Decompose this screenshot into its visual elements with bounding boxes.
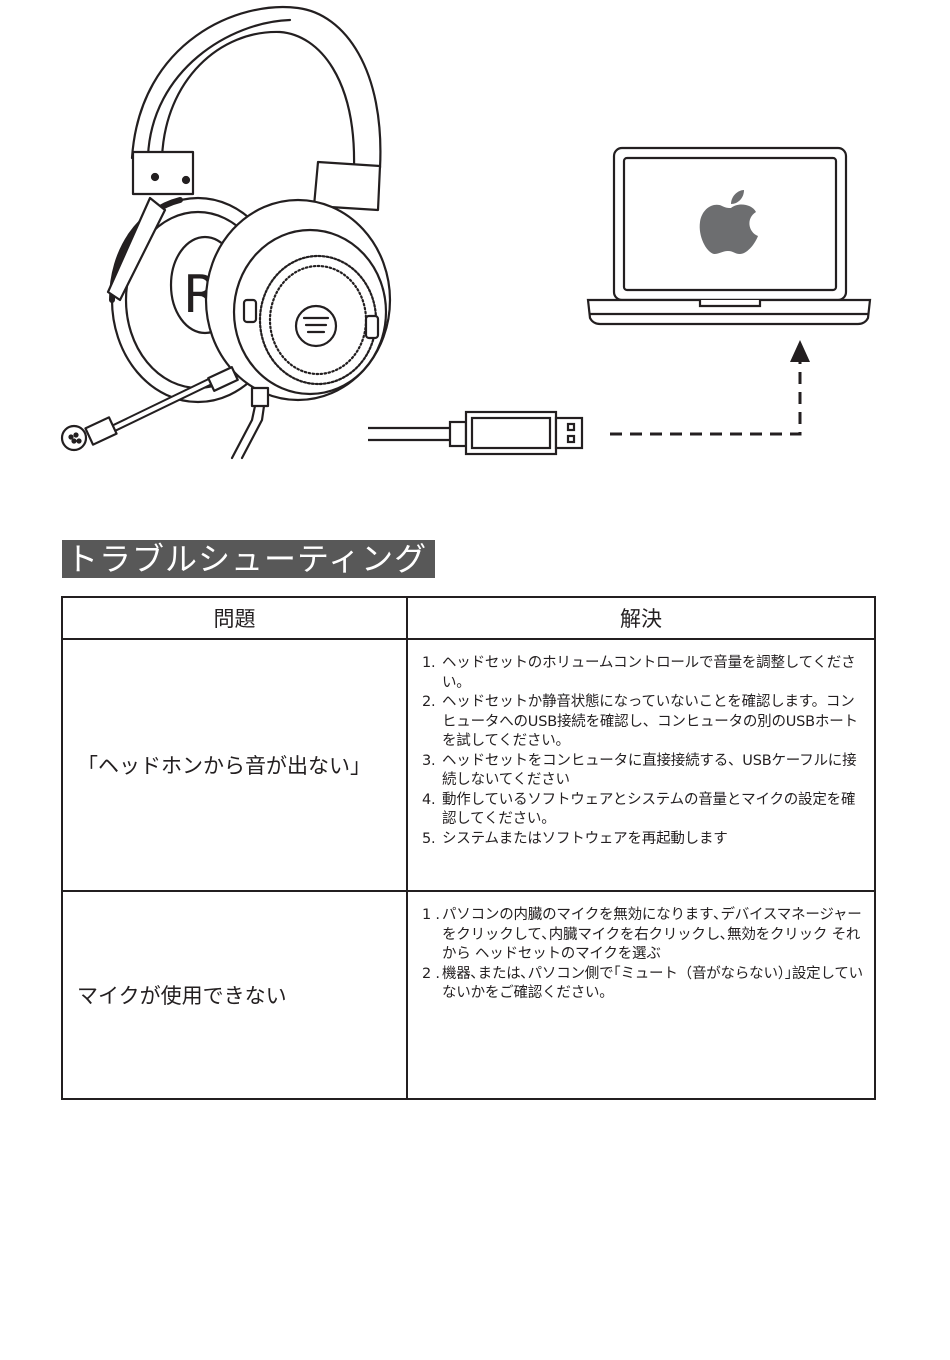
- troubleshooting-table: 問題 解決 「ヘッドホンから音が出ない」 1. ヘッドセットのホリュームコントロー…: [61, 596, 876, 1100]
- headset-icon: R: [60, 5, 392, 460]
- connection-arrow-icon: [610, 340, 810, 436]
- header-problem: 問題: [61, 596, 408, 640]
- header-solution: 解決: [406, 596, 876, 640]
- list-item: 3. ヘッドセットをコンヒュータに直接接続する、USBケーフルに接続しないてくださ…: [422, 752, 868, 791]
- solution-number: 1.: [422, 655, 436, 671]
- list-item: 1. ヘッドセットのホリュームコントロールで音量を調整してください。: [422, 654, 868, 693]
- solution-text: パソコンの内臓のマイクを無効になります､デバイスマネージャーをクリックして､内臓…: [442, 907, 862, 962]
- table-row: マイクが使用できない 1 .パソコンの内臓のマイクを無効になります､デバイスマネ…: [61, 890, 876, 1100]
- list-item: 2. ヘッドセットか静音状態になっていないことを確認します。コンヒュータへのUSB…: [422, 693, 868, 752]
- table-header-row: 問題 解決: [61, 596, 876, 640]
- list-item: 2 .機器､または､パソコン側で｢ミュート（音がならない）｣設定していないかをご…: [422, 965, 868, 1004]
- problem-cell: 「ヘッドホンから音が出ない」: [61, 638, 408, 892]
- solution-list: 1 .パソコンの内臓のマイクを無効になります､デバイスマネージャーをクリックして…: [422, 906, 868, 1004]
- connection-illustration: R: [60, 5, 872, 460]
- usb-plug-icon: [368, 410, 584, 456]
- solution-list: 1. ヘッドセットのホリュームコントロールで音量を調整してください。 2. ヘッドセ…: [422, 654, 868, 849]
- section-title: トラブルシューティング: [62, 540, 436, 578]
- solution-text: ヘッドセットをコンヒュータに直接接続する、USBケーフルに接続しないてください: [442, 752, 857, 789]
- solution-number: 2.: [422, 694, 436, 710]
- apple-logo-icon: [699, 190, 758, 254]
- solution-number: 1 .: [422, 907, 440, 923]
- solution-text: システムまたはソフトウェアを再起動します: [442, 830, 728, 847]
- solution-number: 5.: [422, 830, 436, 847]
- solution-text: ヘッドセットか静音状態になっていないことを確認します。コンヒュータへのUSB接続…: [442, 694, 858, 749]
- list-item: 4. 動作しているソフトウェアとシステムの音量とマイクの設定を確認してください。: [422, 791, 868, 830]
- list-item: 1 .パソコンの内臓のマイクを無効になります､デバイスマネージャーをクリックして…: [422, 906, 868, 965]
- problem-cell: マイクが使用できない: [61, 890, 408, 1100]
- solution-cell: 1. ヘッドセットのホリュームコントロールで音量を調整してください。 2. ヘッドセ…: [406, 638, 876, 892]
- solution-cell: 1 .パソコンの内臓のマイクを無効になります､デバイスマネージャーをクリックして…: [406, 890, 876, 1100]
- solution-text: 機器､または､パソコン側で｢ミュート（音がならない）｣設定していないかをご確認く…: [442, 965, 863, 1002]
- solution-number: 3.: [422, 752, 436, 769]
- list-item: 5. システムまたはソフトウェアを再起動します: [422, 830, 868, 850]
- solution-text: ヘッドセットのホリュームコントロールで音量を調整してください。: [442, 655, 856, 691]
- solution-number: 2 .: [422, 965, 440, 982]
- table-row: 「ヘッドホンから音が出ない」 1. ヘッドセットのホリュームコントロールで音量を調…: [61, 638, 876, 892]
- solution-text: 動作しているソフトウェアとシステムの音量とマイクの設定を確認してください。: [442, 791, 856, 828]
- solution-number: 4.: [422, 791, 436, 808]
